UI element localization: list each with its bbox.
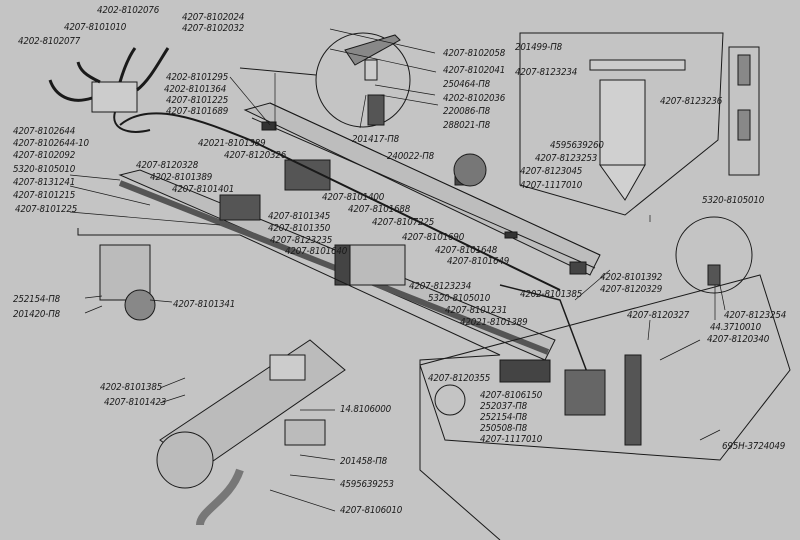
label-sensor: 4207-8120340 [707, 334, 770, 345]
upper-air-duct [243, 102, 601, 276]
label-duct-middle: 4207-8101350 [268, 223, 331, 234]
lower-right-frame [419, 274, 791, 461]
label-duct-upper: 4207-8101401 [172, 184, 235, 195]
control-unit-harness [48, 47, 170, 133]
label-lower-right: 4207-8106150 [480, 390, 543, 401]
label-duct-upper: 4207-8120326 [224, 150, 287, 161]
label-duct-lower: 4207-8120329 [600, 284, 663, 295]
label-fuel-valve: 201417-П8 [352, 134, 400, 145]
detail-circle-240022 [453, 153, 487, 187]
label-pump: 201420-П8 [13, 309, 61, 320]
label-fuel-valve: 288021-П8 [443, 120, 491, 131]
label-duct-middle: 4207-8107225 [372, 217, 435, 228]
label-filter: 4207-8123045 [520, 166, 583, 177]
label-duct-middle: 4207-8101400 [322, 192, 385, 203]
label-heater: 14.8106000 [340, 404, 391, 415]
label-duct-upper: 4202-8101364 [164, 84, 227, 95]
label-sensor: 4207-8120327 [627, 310, 690, 321]
label-filter: 201499-П8 [515, 42, 563, 53]
label-harness-left: 5320-8105010 [13, 164, 76, 175]
label-duct-middle: 4207-8101688 [348, 204, 411, 215]
label-heater: 4202-8101385 [100, 382, 163, 393]
label-heater: 201458-П8 [340, 456, 388, 467]
label-duct-upper: 42021-8101389 [198, 138, 266, 149]
label-harness: 4207-8101010 [64, 22, 127, 33]
label-harness-left: 4207-8102092 [13, 150, 76, 161]
label-duct-lower: 4207-8123234 [409, 281, 472, 292]
label-duct-lower: 42021-8101389 [460, 317, 528, 328]
label-filter: 4207-1117010 [520, 180, 583, 191]
label-harness-left: 4207-8102644 [13, 126, 76, 137]
label-lower-right: 4207-1117010 [480, 434, 543, 445]
label-harness: 4202-8102077 [18, 36, 81, 47]
label-harness-left: 4207-8102644-10 [13, 138, 89, 149]
label-filter: 4207-8123253 [535, 153, 598, 164]
label-lower-right: 695Н-3724049 [722, 441, 786, 452]
label-duct-middle: 4207-8101648 [435, 245, 498, 256]
label-filter: 4207-8123236 [660, 96, 723, 107]
label-duct-upper: 4207-8101689 [166, 106, 229, 117]
label-fuel-valve: 250464-П8 [443, 79, 491, 90]
label-duct-lower: 4207-8101231 [445, 305, 508, 316]
label-duct-lower: 4202-8101392 [600, 272, 663, 283]
label-lower-right: 252154-П8 [480, 412, 528, 423]
label-harness-left: 4207-8131241 [13, 177, 76, 188]
label-heater: 4595639253 [340, 479, 394, 490]
label-harness: 4202-8102076 [97, 5, 160, 16]
label-fuel-valve: 4207-8102041 [443, 65, 506, 76]
label-fuel-valve: 240022-П8 [387, 151, 435, 162]
label-filter: 4207-8123234 [515, 67, 578, 78]
label-fuel-valve: 220086-П8 [443, 106, 491, 117]
label-lower-right: 4207-8120355 [428, 373, 491, 384]
label-duct-upper: 4207-8101225 [166, 95, 229, 106]
duct-box-2 [219, 194, 261, 221]
label-duct-middle: 4207-8123235 [270, 235, 333, 246]
label-duct-middle: 4207-8101640 [285, 246, 348, 257]
fuel-filter-box [519, 32, 724, 216]
label-harness-left: 4207-8101225 [15, 204, 78, 215]
label-duct-upper: 4207-8120328 [136, 160, 199, 171]
label-duct-upper: 4202-8101295 [166, 72, 229, 83]
label-filter: 4595639260 [550, 140, 604, 151]
label-sensor: 44.3710010 [710, 322, 761, 333]
label-pump: 4207-8101341 [173, 299, 236, 310]
heater-unit [156, 339, 346, 526]
label-duct-middle: 4207-8101649 [447, 256, 510, 267]
drain-valve-box [728, 46, 760, 176]
label-heater: 4207-8106010 [340, 505, 403, 516]
label-drain-valve: 5320-8105010 [702, 195, 765, 206]
label-sensor: 4207-8123254 [724, 310, 787, 321]
label-fuel-valve: 4207-8102058 [443, 48, 506, 59]
fuel-valve-detail-circle [315, 32, 411, 128]
leader-lines [69, 28, 726, 512]
label-duct-lower: 5320-8105010 [428, 293, 491, 304]
fuel-pump [99, 244, 156, 321]
label-duct-middle: 4207-8101345 [268, 211, 331, 222]
label-pump: 252154-П8 [13, 294, 61, 305]
label-duct-middle: 4207-8101690 [402, 232, 465, 243]
label-harness: 4207-8102032 [182, 23, 245, 34]
label-harness-left: 4207-8101215 [13, 190, 76, 201]
label-lower-right: 250508-П8 [480, 423, 528, 434]
label-duct-lower: 4202-8101385 [520, 289, 583, 300]
label-heater: 4207-8101423 [104, 397, 167, 408]
sensor-detail-circle [675, 216, 753, 294]
label-lower-right: 252037-П8 [480, 401, 528, 412]
label-fuel-valve: 4202-8102036 [443, 93, 506, 104]
label-duct-upper: 4202-8101389 [150, 172, 213, 183]
label-harness: 4207-8102024 [182, 12, 245, 23]
